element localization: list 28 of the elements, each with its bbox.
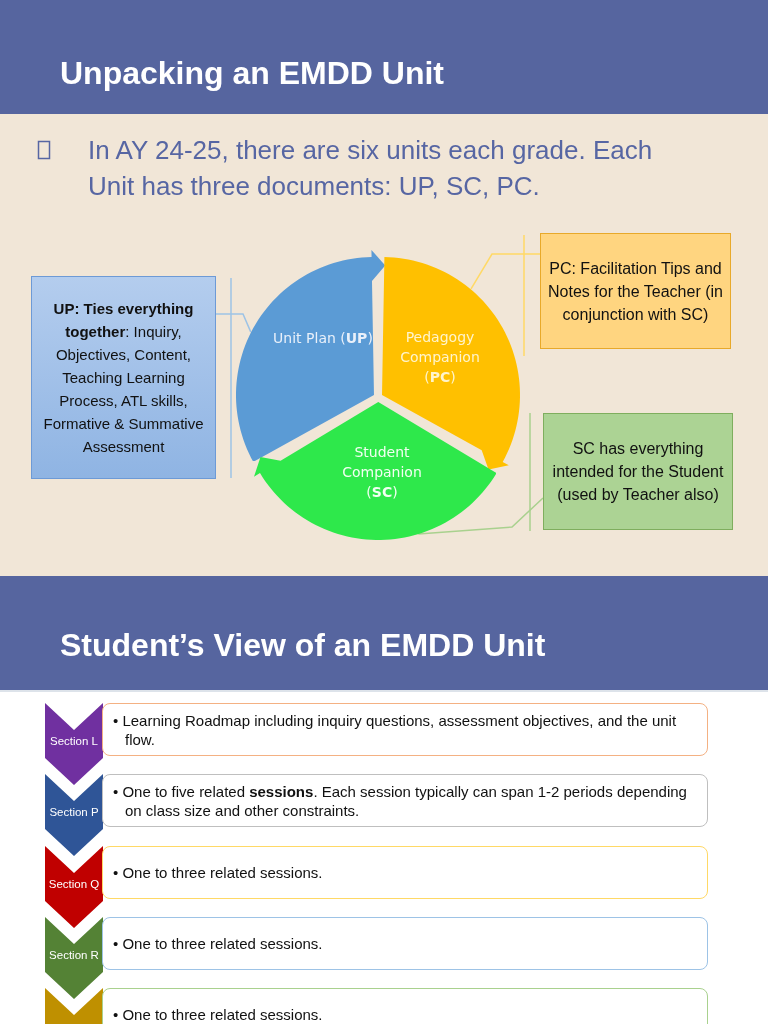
- leader-line: [215, 313, 252, 333]
- segment-label: Pedagogy Companion (PC): [399, 328, 481, 387]
- callout-box: [31, 276, 216, 479]
- content-text: • One to three related sessions.: [112, 934, 323, 953]
- section-label: Section L: [50, 735, 98, 747]
- content-text: • Learning Roadmap including inquiry questions, assessment objectives, and the unit flow.: [112, 710, 678, 749]
- callout-box: [543, 413, 733, 530]
- section-label: Section P: [49, 806, 99, 818]
- bullet-text: In AY 24-25, there are six units each grade. Each Unit has three documents: UP, SC, PC.: [88, 134, 654, 203]
- segment-label: Student Companion (SC): [341, 443, 423, 502]
- leader-line: [470, 253, 541, 290]
- callout-text: UP: Ties everything together: Inquiry, Objectives, Content, Teaching Learning Process, ATL skills, Formative & Summative Assessment: [42, 299, 205, 457]
- content-box: [102, 846, 708, 899]
- callout-box: [540, 233, 731, 349]
- section-label: Section Q: [48, 878, 100, 890]
- content-box: [102, 774, 708, 827]
- section-label: Section R: [49, 949, 99, 961]
- leader-line: [417, 497, 544, 535]
- slide-title: Student’s View of an EMDD Unit: [60, 627, 546, 664]
- content-text: • One to three related sessions.: [112, 863, 323, 882]
- callout-text: SC has everything intended for the Student (used by Teacher also): [551, 439, 725, 505]
- content-box: [102, 917, 708, 970]
- content-text: • One to five related sessions. Each session typically can span 1-2 periods depending on class size and other constraints.: [112, 781, 688, 820]
- slide-title: Unpacking an EMDD Unit: [60, 55, 444, 92]
- content-box: [102, 703, 708, 756]
- callout-text: PC: Facilitation Tips and Notes for the Teacher (in conjunction with SC): [547, 258, 724, 325]
- content-text: • One to three related sessions.: [112, 1005, 323, 1024]
- segment-label: Unit Plan (UP): [273, 329, 373, 348]
